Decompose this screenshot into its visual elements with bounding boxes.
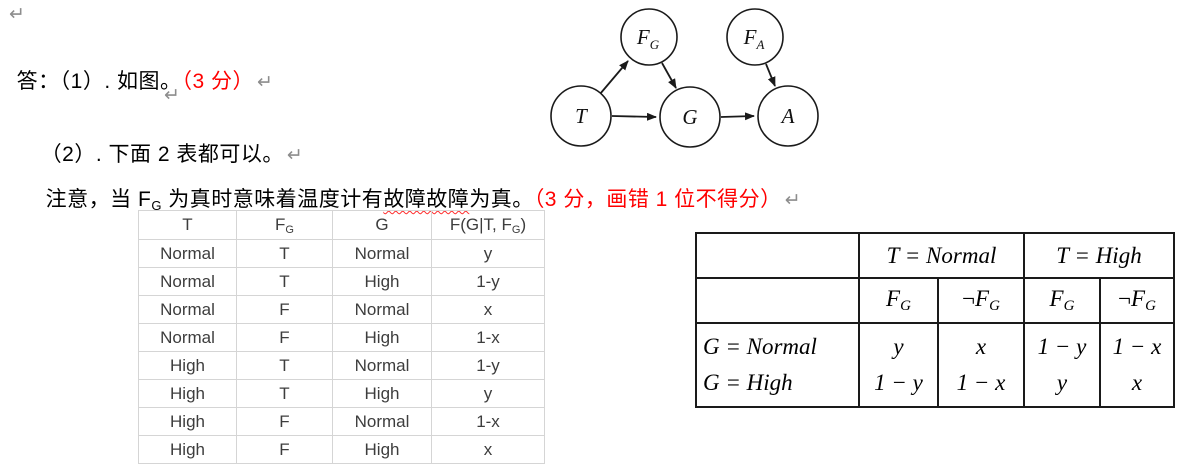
- part2-line-text: （2）. 下面 2 表都可以。: [40, 143, 284, 166]
- cpt-header-FG: FG: [236, 210, 333, 240]
- matrix-corner-cell: [695, 232, 860, 279]
- pilcrow-mark: ↵: [784, 190, 802, 211]
- note-line-text: 为真时意味着温度计有: [161, 188, 384, 211]
- node-FA-label: FA: [743, 25, 765, 52]
- note-line-text: 为真。: [469, 188, 534, 211]
- note-line-text: 注意，当 F: [45, 188, 152, 211]
- matrix-subheader-not-fg: ¬FG: [1099, 277, 1175, 324]
- matrix-subheader-fg: FG: [1023, 277, 1101, 324]
- cpt-header-T: T: [138, 210, 237, 240]
- answer-line-text: 答：（1）. 如图。: [16, 70, 182, 93]
- matrix-value-cell: x 1 − x: [937, 322, 1025, 408]
- matrix-colgroup-normal: T = Normal: [858, 232, 1025, 279]
- diagram-edges: [599, 60, 776, 121]
- bayes-network-diagram: FG FA T G A: [550, 8, 819, 148]
- node-T-label: T: [575, 104, 588, 128]
- matrix-values-row: G = Normal G = High y 1 − y x 1 − x 1 − …: [695, 322, 1175, 408]
- matrix-subheader-not-fg: ¬FG: [937, 277, 1025, 324]
- pilcrow-mark: ↵: [257, 72, 274, 93]
- matrix-table: T = Normal T = High FG ¬FG FG ¬FG G = No…: [695, 232, 1175, 408]
- matrix-value-cell: 1 − y y: [1023, 322, 1101, 408]
- node-A-circle: [757, 85, 819, 147]
- node-G-label: G: [682, 105, 697, 129]
- matrix-row-labels: G = Normal G = High: [695, 322, 860, 408]
- cpt-header-G: G: [332, 210, 432, 240]
- node-T-circle: [550, 85, 612, 147]
- misspelled-word: 故障故障: [383, 188, 470, 211]
- pilcrow-mark: ↵: [286, 145, 304, 166]
- cpt-header-F: F(G|T, FG): [431, 210, 545, 240]
- part2-line: （2）. 下面 2 表都可以。↵: [28, 114, 303, 168]
- score-note: （3 分）: [181, 70, 255, 93]
- note-line: 注意，当 FG 为真时意味着温度计有故障故障为真。（3 分，画错 1 位不得分）…: [33, 159, 801, 213]
- matrix-colgroup-row: T = Normal T = High: [695, 232, 1175, 279]
- matrix-value-cell: y 1 − y: [858, 322, 939, 408]
- matrix-subheader-fg: FG: [858, 277, 939, 324]
- edge-FA-to-A: [765, 63, 776, 87]
- answer-line: 答：（1）. 如图。（3 分）↵: [4, 41, 273, 95]
- node-FA-circle: [726, 8, 784, 66]
- pilcrow-mark: ↵: [9, 4, 25, 25]
- edge-FG-to-G: [661, 62, 677, 89]
- node-FG-label: FG: [636, 25, 660, 52]
- pilcrow-mark: ↵: [164, 85, 180, 106]
- edge-G-to-A: [720, 112, 755, 121]
- matrix-colgroup-high: T = High: [1023, 232, 1175, 279]
- node-G-circle: [659, 86, 721, 148]
- node-A-label: A: [780, 104, 795, 128]
- edge-T-to-G: [611, 112, 657, 121]
- note-f-subscript: G: [151, 198, 162, 213]
- matrix-corner-cell: [695, 277, 860, 324]
- edge-T-to-FG: [599, 60, 629, 95]
- score-note: （3 分，画错 1 位不得分）: [533, 188, 782, 211]
- node-FG-circle: [620, 8, 678, 66]
- matrix-subheader-row: FG ¬FG FG ¬FG: [695, 277, 1175, 324]
- cpt-header-row: T FG G F(G|T, FG): [138, 210, 545, 240]
- matrix-value-cell: 1 − x x: [1099, 322, 1175, 408]
